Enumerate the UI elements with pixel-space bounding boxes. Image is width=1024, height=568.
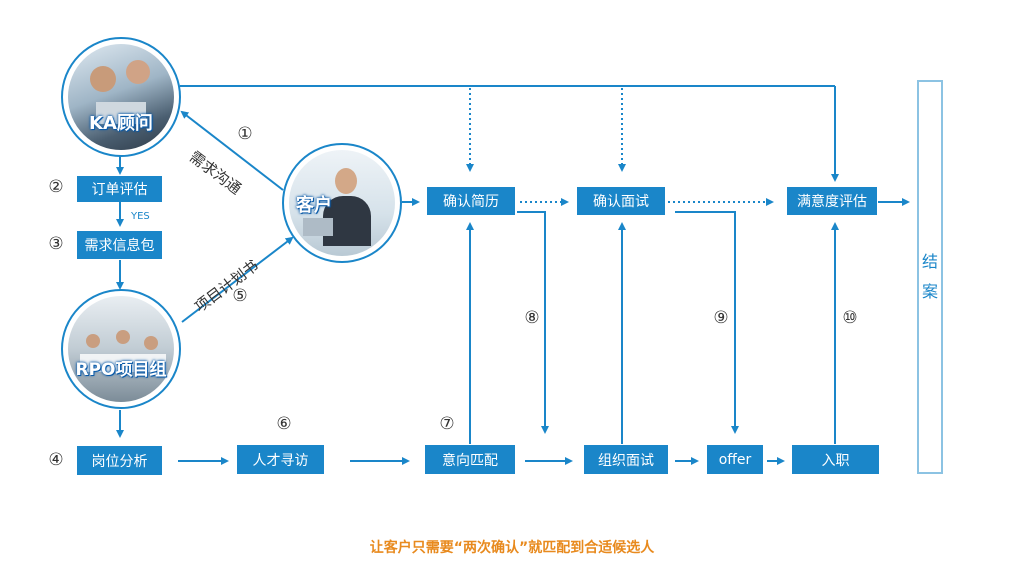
- client-photo: 客户: [282, 143, 402, 263]
- offer-node: offer: [707, 445, 763, 474]
- yes-label: YES: [131, 211, 150, 222]
- connector-confirm-to-offer: [675, 211, 739, 434]
- rpo-team-photo: RPO项目组: [61, 289, 181, 409]
- person-figure-icon: [116, 330, 130, 344]
- connector-resume-to-interview: [517, 211, 549, 434]
- organize-interview-node: 组织面试: [584, 445, 668, 474]
- person-figure-icon: [335, 168, 357, 194]
- ka-consultant-photo: KA顾问: [61, 37, 181, 157]
- step-number-7: ⑦: [439, 414, 455, 434]
- step-number-3: ③: [48, 234, 64, 254]
- talent-search-node: 人才寻访: [237, 445, 324, 474]
- rpo-team-label: RPO项目组: [75, 360, 167, 380]
- footer-tagline: 让客户只需要“两次确认”就匹配到合适候选人: [369, 540, 655, 556]
- intent-match-node: 意向匹配: [425, 445, 515, 474]
- step-number-1: ①: [237, 124, 253, 144]
- confirm-resume-node: 确认简历: [427, 187, 515, 215]
- step-number-8: ⑧: [524, 308, 540, 328]
- step-number-9: ⑨: [713, 308, 729, 328]
- client-label: 客户: [296, 195, 332, 216]
- case-closed-char: 案: [921, 282, 938, 301]
- laptop-icon: [96, 102, 146, 124]
- connector-rpo-to-client: [181, 236, 294, 323]
- connector-client-to-ka: [180, 110, 284, 191]
- step-number-5: ⑤: [232, 286, 248, 306]
- order-evaluation-node: 订单评估: [77, 176, 162, 202]
- satisfaction-evaluation-node: 满意度评估: [787, 187, 877, 215]
- person-figure-icon: [144, 336, 158, 350]
- person-figure-icon: [86, 334, 100, 348]
- needs-package-node: 需求信息包: [77, 231, 162, 259]
- laptop-icon: [303, 218, 333, 236]
- step-number-10: ⑩: [842, 308, 858, 328]
- step-number-4: ④: [48, 450, 64, 470]
- step-number-2: ②: [48, 177, 64, 197]
- case-closed-box: 结 案: [917, 80, 943, 474]
- onboard-node: 入职: [792, 445, 879, 474]
- position-analysis-node: 岗位分析: [77, 446, 162, 475]
- person-figure-icon: [126, 60, 150, 84]
- person-figure-icon: [90, 66, 116, 92]
- case-closed-char: 结: [921, 252, 938, 271]
- ka-consultant-label: KA顾问: [89, 113, 153, 134]
- step-number-6: ⑥: [276, 414, 292, 434]
- confirm-interview-node: 确认面试: [577, 187, 665, 215]
- meeting-table-icon: [80, 354, 166, 372]
